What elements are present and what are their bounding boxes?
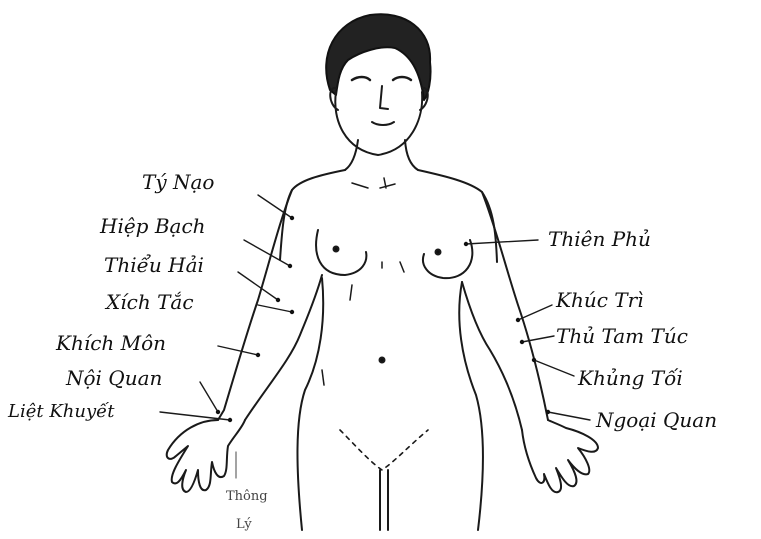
hip-mark-left [322,370,324,385]
label-ly: Lý [236,518,252,531]
right-hand [522,420,598,492]
leader-ngoai-quan [548,412,590,420]
left-waist [297,278,323,530]
label-xich-tac: Xích Tắc [106,292,194,312]
leader-khung-toi [534,360,574,376]
left-hand [167,420,245,492]
label-khung-toi: Khủng Tối [578,368,683,388]
leader-xich-tac [258,305,292,312]
right-shoulder [418,170,497,262]
label-ngoai-quan: Ngoại Quan [596,410,717,430]
label-thu-tam-tuc: Thủ Tam Túc [556,326,688,346]
left-nipple [334,247,339,252]
label-hiep-bach: Hiệp Bạch [100,216,206,236]
leader-noi-quan [200,382,218,412]
leader-thu-tam-tuc [522,336,554,342]
collarbones [352,178,395,188]
label-noi-quan: Nội Quan [66,368,162,388]
hair [326,14,430,100]
right-arm-inner [462,282,522,430]
legs [380,470,388,530]
leader-khuc-tri [518,305,552,320]
label-khich-mon: Khích Môn [56,333,166,353]
leader-khich-mon [218,346,258,355]
groin [340,430,428,470]
right-arm-outer [482,192,548,420]
face [335,92,422,155]
label-thien-phu: Thiên Phủ [548,229,651,249]
label-thieu-hai: Thiểu Hải [104,255,204,275]
left-eye [352,77,370,80]
abdomen-marks [350,262,404,300]
mouth [372,122,394,125]
label-liet-khuyet: Liệt Khuyết [8,403,114,421]
navel [380,358,385,363]
left-breast [316,230,366,275]
left-arm-inner [245,275,322,420]
nose [380,86,388,109]
right-eye [393,77,411,80]
label-khuc-tri: Khúc Trì [556,290,644,310]
right-nipple [436,250,441,255]
leader-thieu-hai [238,272,278,300]
neck-right [405,140,418,170]
leader-hiep-bach [244,240,290,266]
leader-thien-phu [466,240,538,244]
left-arm-outer [218,190,292,420]
label-thong: Thông [226,490,268,503]
label-ty-nao: Tý Nạo [142,172,214,192]
neck-left [345,140,358,170]
right-waist [459,282,483,530]
